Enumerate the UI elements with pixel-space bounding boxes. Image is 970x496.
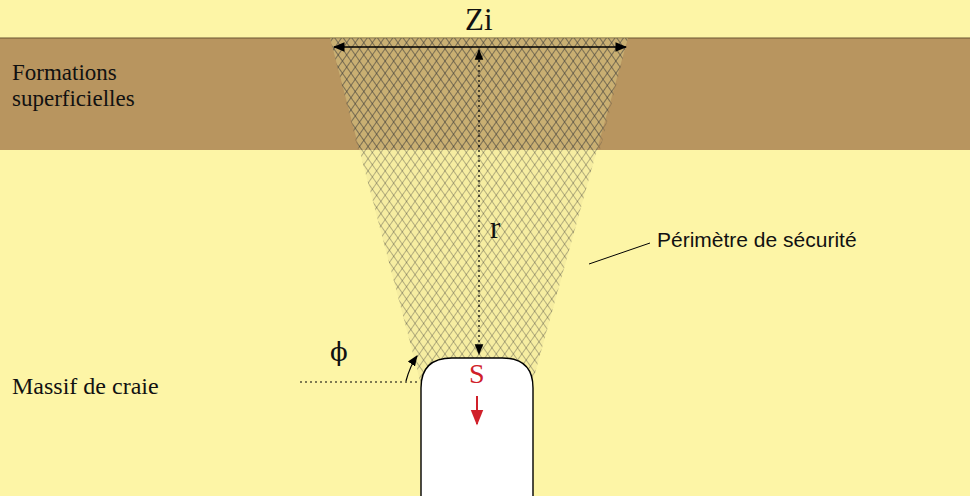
width-dimension xyxy=(334,46,626,47)
chalk-massif: Massif de craie S xyxy=(0,150,970,496)
tunnel: S xyxy=(421,358,533,496)
hatching xyxy=(330,38,628,384)
callout-label: Périmètre de sécurité xyxy=(657,228,857,252)
hatching xyxy=(330,38,628,384)
angle-arc xyxy=(406,356,417,381)
angle-label: ϕ xyxy=(330,338,348,368)
leader-line xyxy=(589,243,650,264)
tunnel xyxy=(421,358,533,496)
dimension-label: r xyxy=(490,210,500,246)
dimension-label: Zi xyxy=(465,2,493,38)
node-text: Massif de craie xyxy=(12,373,159,401)
direction-arrow xyxy=(476,396,478,424)
reference-line xyxy=(300,382,418,383)
superficial-band xyxy=(0,38,970,150)
superficial-band: Formations superficielles xyxy=(0,38,970,150)
node-text: S xyxy=(469,358,485,390)
node-text: Formations superficielles xyxy=(12,60,162,113)
radius-dimension xyxy=(478,50,479,354)
safety-cone xyxy=(330,38,628,384)
